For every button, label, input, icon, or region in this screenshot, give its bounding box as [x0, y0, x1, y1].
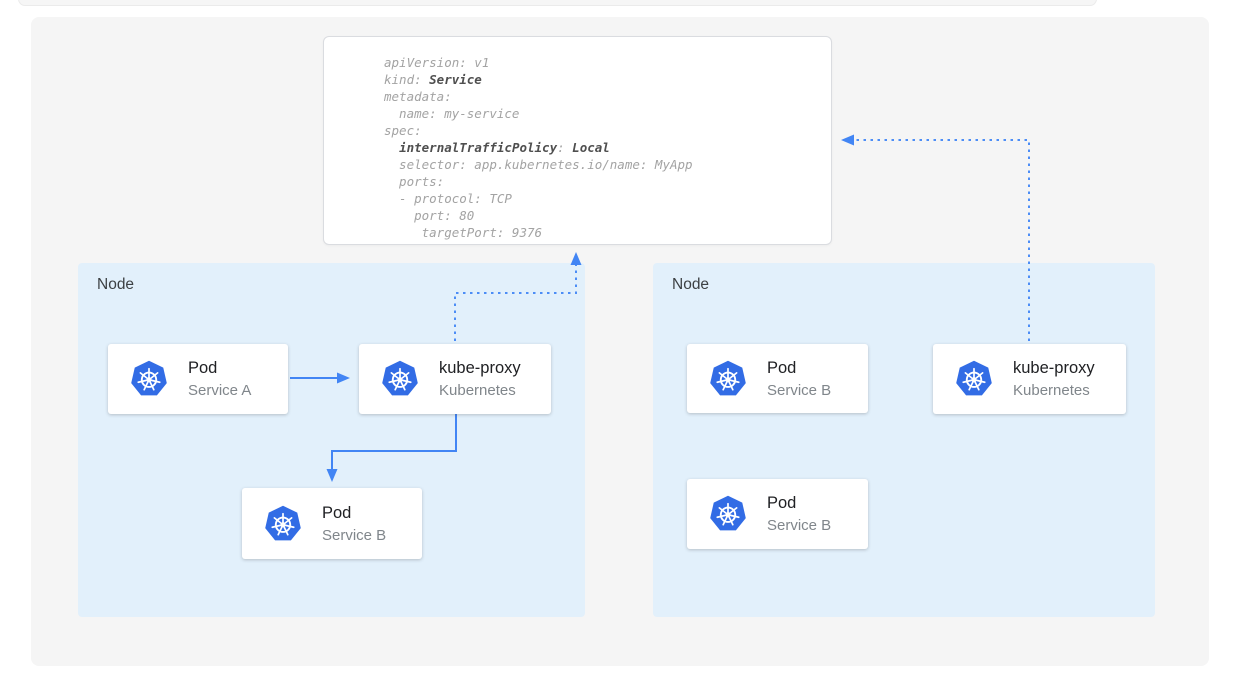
card-subtitle: Service B [767, 517, 832, 534]
card-kube-proxy-left: kube-proxy Kubernetes [359, 344, 551, 414]
card-subtitle: Kubernetes [439, 382, 516, 399]
card-pod-service-a: Pod Service A [108, 344, 288, 414]
card-title: kube-proxy [1013, 359, 1095, 377]
card-title: kube-proxy [439, 359, 521, 377]
card-pod-service-b-right-2: Pod Service B [687, 479, 868, 549]
card-subtitle: Service A [188, 382, 252, 399]
node-box-right: Node [653, 263, 1155, 617]
card-subtitle: Service B [767, 381, 832, 399]
node-label: Node [672, 276, 710, 293]
kubernetes-icon [955, 360, 993, 398]
card-subtitle: Kubernetes [1013, 382, 1090, 399]
card-title: Pod [767, 358, 797, 377]
card-subtitle: Service B [322, 526, 387, 544]
card-title: Pod [767, 494, 797, 512]
card-kube-proxy-right: kube-proxy Kubernetes [933, 344, 1126, 414]
kubernetes-icon [709, 495, 747, 533]
card-pod-service-b-left: Pod Service B [242, 488, 422, 559]
kubernetes-icon [130, 360, 168, 398]
node-box-left: Node [78, 263, 585, 617]
kubernetes-icon [709, 360, 747, 398]
card-title: Pod [322, 503, 352, 522]
top-edge-strip [18, 0, 1097, 6]
node-label: Node [97, 276, 135, 293]
kubernetes-icon [381, 360, 419, 398]
kubernetes-icon [264, 505, 302, 543]
card-pod-service-b-right-1: Pod Service B [687, 344, 868, 413]
card-title: Pod [188, 359, 218, 377]
